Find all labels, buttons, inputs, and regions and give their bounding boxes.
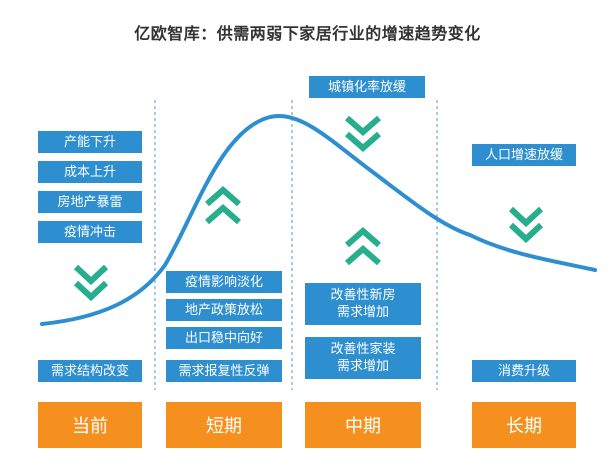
- summary-box: 消费升级: [472, 360, 576, 382]
- phase-label-short-term: 短期: [166, 402, 282, 448]
- factor-box: 需求报复性反弹: [166, 360, 282, 382]
- page-title: 亿欧智库：供需两弱下家居行业的增速趋势变化: [134, 24, 481, 43]
- factor-box: 疫情冲击: [38, 221, 142, 243]
- factor-box: 产能下升: [38, 131, 142, 153]
- summary-box: 需求结构改变: [38, 360, 142, 382]
- phase-label-mid-term: 中期: [305, 402, 421, 448]
- factor-box: 出口稳中向好: [166, 327, 282, 349]
- factor-box: 成本上升: [38, 161, 142, 183]
- double-chevron-down-icon: [508, 206, 544, 244]
- factor-box: 改善性家装 需求增加: [305, 337, 421, 379]
- factor-box: 房地产暴雷: [38, 191, 142, 213]
- double-chevron-up-icon: [205, 186, 241, 225]
- double-chevron-up-icon: [345, 227, 381, 266]
- double-chevron-down-icon: [73, 264, 109, 302]
- double-chevron-down-icon: [345, 115, 381, 152]
- factor-box: 城镇化率放缓: [309, 76, 425, 98]
- factor-box: 地产政策放松: [166, 299, 282, 321]
- phase-label-long-term: 长期: [472, 402, 576, 448]
- trend-line: [40, 114, 597, 326]
- factor-box: 改善性新房 需求增加: [305, 283, 421, 325]
- factor-box: 疫情影响淡化: [166, 271, 282, 293]
- phase-label-current: 当前: [38, 402, 142, 448]
- factor-box: 人口增速放缓: [472, 144, 576, 166]
